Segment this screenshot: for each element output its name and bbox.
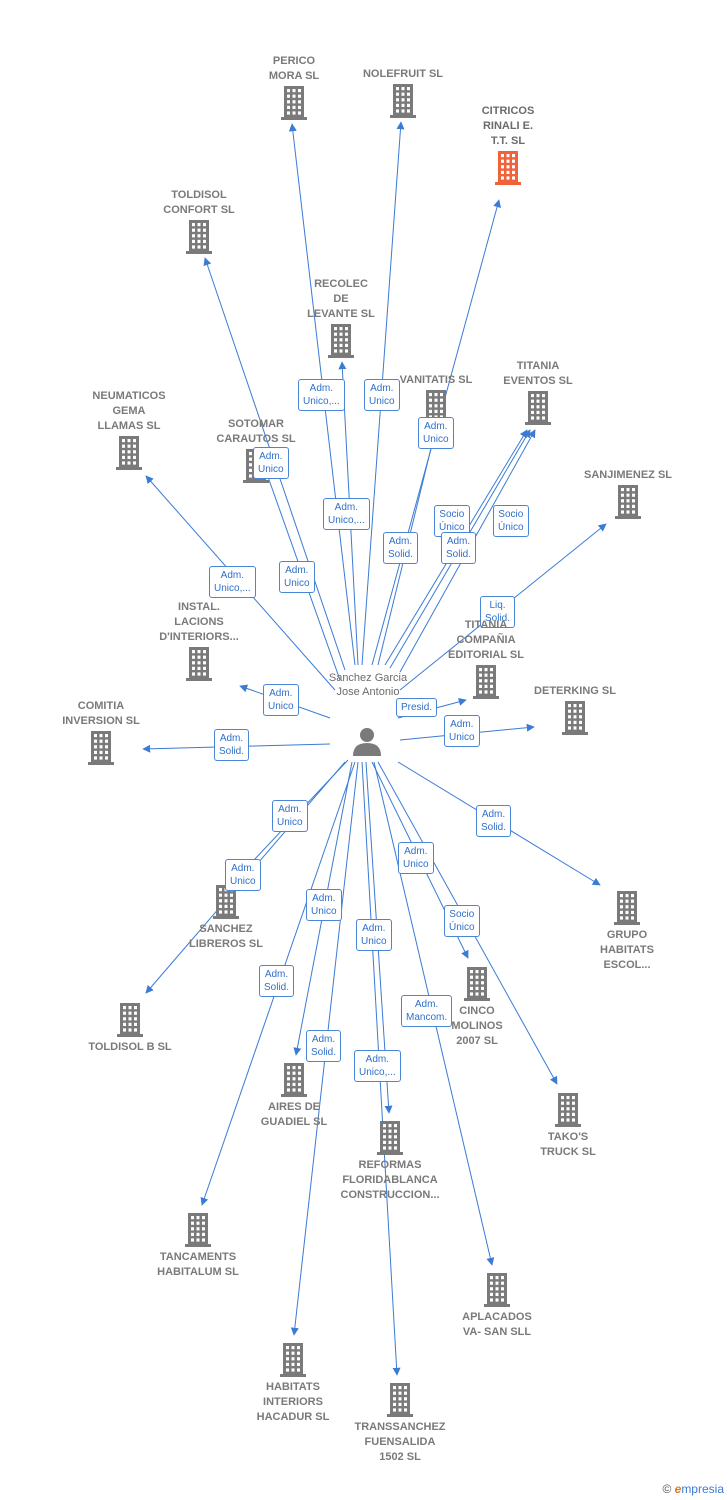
node-layer [88,84,641,1417]
building-icon-sanjimenez[interactable] [615,485,641,519]
role-label-instal-12[interactable]: Adm.Unico [263,684,299,716]
role-label-nolefruit-1[interactable]: Adm.Unico [364,379,400,411]
building-icon-comitia[interactable] [88,731,114,765]
company-label-toldisol_b[interactable]: TOLDISOL B SL [88,1041,172,1053]
person-label[interactable]: Sanchez Garcia Jose Antonio [328,672,408,698]
company-label-vanitatis[interactable]: VANITATIS SL [399,374,473,386]
building-icon-neumaticos[interactable] [116,436,142,470]
role-label-aplacados-26[interactable]: Adm.Mancom. [401,995,453,1027]
role-label-comitia-14[interactable]: Adm.Solid. [214,729,250,761]
empresia-logo[interactable]: © empresia [662,1482,724,1496]
role-label-cinco_molinos-19[interactable]: Adm.Unico [398,842,434,874]
building-icon-toldisol_b[interactable] [117,1003,143,1037]
company-label-nolefruit[interactable]: NOLEFRUIT SL [362,68,444,80]
building-icon-instal[interactable] [186,647,212,681]
company-label-sanjimenez[interactable]: SANJIMENEZ SL [583,469,672,481]
building-icon-cinco_molinos[interactable] [464,967,490,1001]
building-icon-habitats_hacadur[interactable] [280,1343,306,1377]
role-label-sanjimenez-11[interactable]: Liq.Solid. [480,596,516,628]
building-icon-nolefruit[interactable] [390,84,416,118]
role-label-toldisol_confort-3[interactable]: Adm.Unico [253,447,289,479]
building-icon-aplacados[interactable] [484,1273,510,1307]
building-icon-titania_eventos[interactable] [525,391,551,425]
building-icon-citricos[interactable] [495,151,521,185]
logo-text: mpresia [681,1482,724,1496]
building-icon-recolec[interactable] [328,324,354,358]
building-icon-tancaments[interactable] [185,1213,211,1247]
role-label-vanitatis-5[interactable]: Adm.Solid. [383,532,419,564]
logo-initial: e [674,1482,682,1496]
building-icon-transsanchez[interactable] [387,1383,413,1417]
building-icon-grupo_habitats[interactable] [614,891,640,925]
role-label-grupo_habitats-18[interactable]: Adm.Solid. [476,805,512,837]
building-icon-aires[interactable] [281,1063,307,1097]
role-label-aires-21[interactable]: Adm.Unico [306,889,342,921]
building-icon-perico[interactable] [281,86,307,120]
role-label-transsanchez-25[interactable]: Adm.Unico,... [354,1050,401,1082]
copyright-symbol: © [662,1482,672,1496]
role-label-sotomar-10[interactable]: Adm.Unico [279,561,315,593]
role-label-titania_compania-13[interactable]: Presid. [396,698,438,717]
company-label-deterking[interactable]: DETERKING SL [534,685,616,697]
role-label-reformas-22[interactable]: Adm.Unico [356,919,392,951]
building-icon-sanchez_libreros[interactable] [213,885,239,919]
building-icon-deterking[interactable] [562,701,588,735]
building-icon-takos[interactable] [555,1093,581,1127]
role-label-tancaments-23[interactable]: Adm.Solid. [259,965,295,997]
building-icon-titania_compania[interactable] [473,665,499,699]
role-label-toldisol_b-17[interactable]: Adm.Unico [225,859,261,891]
role-label-deterking-15[interactable]: Adm.Unico [444,715,480,747]
role-label-titania_eventos-7[interactable]: Adm.Solid. [441,532,477,564]
role-label-neumaticos-9[interactable]: Adm.Unico,... [209,566,256,598]
role-label-perico-0[interactable]: Adm.Unico,... [298,379,345,411]
role-label-sanchez_libreros-16[interactable]: Adm.Unico [272,800,308,832]
role-label-recolec-4[interactable]: Adm.Unico,... [323,498,370,530]
role-label-citricos-2[interactable]: Adm.Unico [418,417,454,449]
person-icon[interactable] [353,728,381,756]
role-label-habitats_hacadur-24[interactable]: Adm.Solid. [306,1030,342,1062]
building-icon-toldisol_confort[interactable] [186,220,212,254]
building-icon-reformas[interactable] [377,1121,403,1155]
